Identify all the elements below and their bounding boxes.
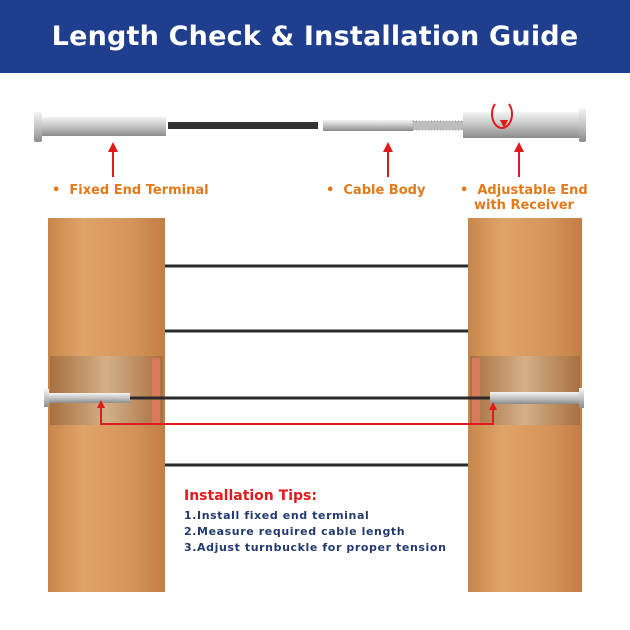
installation-tips: Installation Tips: 1.Install fixed end t… [184, 488, 447, 556]
tip-item: 1.Install fixed end terminal [184, 509, 370, 522]
length-check-line [100, 404, 494, 425]
installed-fixed-terminal [48, 393, 130, 403]
page-title: Length Check & Installation Guide [51, 21, 579, 52]
cable-body [168, 122, 318, 129]
adjustable-end-receiver [323, 103, 586, 142]
fixed-end-terminal [34, 112, 166, 142]
installed-cables [130, 264, 490, 467]
tip-item: 3.Adjust turnbuckle for proper tension [184, 541, 447, 554]
label-fixed-end: • Fixed End Terminal [52, 183, 209, 198]
pointer-arrows [108, 142, 524, 177]
header-banner: Length Check & Installation Guide [0, 0, 630, 73]
label-text: Fixed End Terminal [69, 183, 209, 198]
installed-receiver [490, 392, 580, 404]
tips-title: Installation Tips: [184, 488, 317, 504]
left-post [48, 218, 165, 592]
right-post [468, 218, 582, 592]
label-text-line2: with Receiver [474, 198, 574, 213]
label-text: Cable Body [343, 183, 426, 198]
tip-item: 2.Measure required cable length [184, 525, 406, 538]
rotate-arrow-icon [491, 103, 513, 129]
label-text: Adjustable End [477, 183, 588, 198]
label-cable-body: • Cable Body [326, 183, 426, 198]
